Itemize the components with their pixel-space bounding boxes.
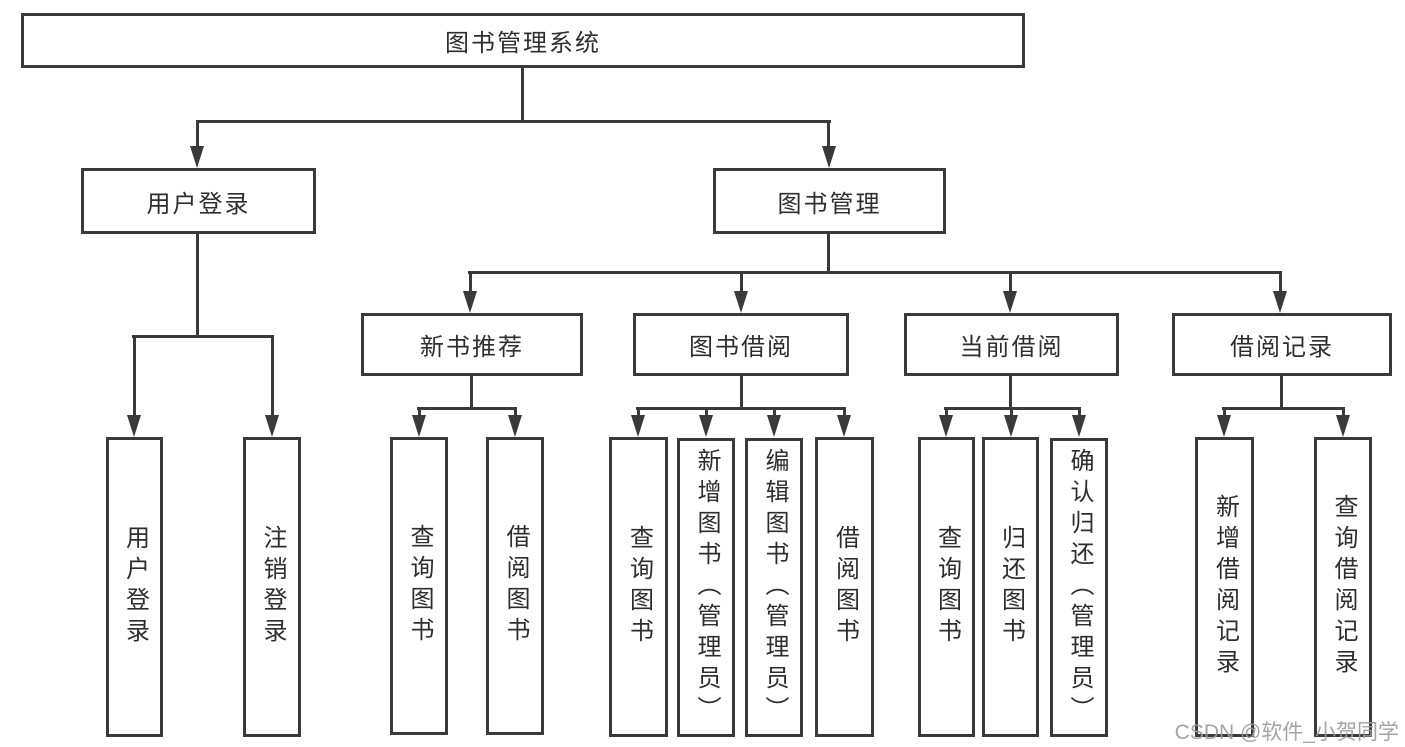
connector-bookborrow-stem bbox=[740, 376, 743, 407]
connector-shaft-records bbox=[1279, 271, 1282, 293]
connector-shaft-query-1 bbox=[418, 407, 421, 419]
node-book-management-label: 图书管理 bbox=[777, 190, 882, 218]
connector-shaft-query-2 bbox=[637, 407, 640, 419]
connector-shaft-recommend bbox=[469, 271, 472, 293]
node-query-books-current-label: 查询图书 bbox=[933, 525, 961, 649]
node-book-management: 图书管理 bbox=[713, 168, 946, 234]
arrowhead-login-leaf bbox=[127, 415, 141, 437]
arrowhead-borrowbook-2 bbox=[837, 415, 851, 437]
node-query-books-borrow: 查询图书 bbox=[609, 437, 668, 737]
arrowhead-query-2 bbox=[631, 415, 645, 437]
connector-login-stem bbox=[196, 234, 199, 337]
node-add-borrow-record: 新增借阅记录 bbox=[1195, 437, 1254, 737]
arrowhead-records bbox=[1273, 291, 1287, 313]
connector-shaft-add-record bbox=[1223, 407, 1226, 419]
node-library-system-label: 图书管理系统 bbox=[445, 30, 601, 57]
connector-shaft-confirm-return bbox=[1078, 407, 1081, 419]
node-book-borrow: 图书借阅 bbox=[633, 313, 849, 376]
node-query-books-recommend: 查询图书 bbox=[390, 437, 448, 735]
node-borrow-books-recommend-label: 借阅图书 bbox=[502, 524, 529, 648]
connector-shaft-borrowbook-1 bbox=[514, 407, 517, 419]
connector-shaft-book-mgmt bbox=[827, 120, 830, 150]
connector-bookborrow-split bbox=[636, 407, 846, 410]
arrowhead-current bbox=[1003, 291, 1017, 313]
connector-shaft-user-login bbox=[196, 120, 199, 150]
node-logout-action: 注销登录 bbox=[243, 437, 301, 737]
node-library-system: 图书管理系统 bbox=[21, 13, 1025, 68]
arrowhead-return-book bbox=[1004, 415, 1018, 437]
connector-shaft-query-record bbox=[1342, 407, 1345, 419]
connector-root-split bbox=[196, 120, 831, 123]
node-query-books-borrow-label: 查询图书 bbox=[625, 525, 653, 649]
node-borrow-books-borrow: 借阅图书 bbox=[815, 437, 874, 737]
node-add-book-admin: 新增图书（管理员） bbox=[677, 438, 735, 737]
node-return-books: 归还图书 bbox=[982, 437, 1039, 737]
node-current-borrow: 当前借阅 bbox=[904, 313, 1119, 376]
node-new-book-recommend-label: 新书推荐 bbox=[420, 334, 524, 361]
connector-records-split bbox=[1222, 407, 1345, 410]
csdn-watermark: CSDN @软件_小贺同学 bbox=[1174, 721, 1399, 744]
arrowhead-book-mgmt bbox=[822, 146, 836, 168]
connector-mgmt-split bbox=[468, 271, 1282, 274]
node-query-borrow-record-label: 查询借阅记录 bbox=[1330, 494, 1357, 680]
arrowhead-recommend bbox=[463, 291, 477, 313]
arrowhead-edit-book bbox=[767, 415, 781, 437]
connector-mgmt-stem bbox=[827, 234, 830, 273]
node-borrow-books-recommend: 借阅图书 bbox=[486, 437, 544, 735]
connector-shaft-borrow bbox=[740, 271, 743, 293]
connector-current-stem bbox=[1009, 376, 1012, 407]
connector-root-stem bbox=[521, 68, 524, 122]
node-borrow-records: 借阅记录 bbox=[1172, 313, 1392, 376]
connector-shaft-query-3 bbox=[945, 407, 948, 419]
node-user-login-action-label: 用户登录 bbox=[121, 525, 149, 649]
connector-login-split bbox=[132, 335, 274, 338]
node-confirm-return-admin: 确认归还（管理员） bbox=[1050, 438, 1108, 737]
node-book-borrow-label: 图书借阅 bbox=[689, 334, 793, 361]
arrowhead-borrow bbox=[734, 291, 748, 313]
node-query-books-recommend-label: 查询图书 bbox=[406, 524, 433, 648]
node-logout-action-label: 注销登录 bbox=[259, 525, 286, 649]
connector-shaft-current bbox=[1009, 271, 1012, 293]
connector-shaft-edit-book bbox=[773, 407, 776, 419]
connector-shaft-logout-leaf bbox=[271, 335, 274, 417]
node-confirm-return-admin-label: 确认归还（管理员） bbox=[1066, 448, 1093, 727]
node-borrow-records-label: 借阅记录 bbox=[1230, 334, 1334, 361]
arrowhead-add-book bbox=[699, 415, 713, 437]
arrowhead-user-login bbox=[190, 146, 204, 168]
node-current-borrow-label: 当前借阅 bbox=[959, 334, 1064, 361]
arrowhead-add-record bbox=[1217, 415, 1231, 437]
node-user-login: 用户登录 bbox=[81, 168, 316, 234]
node-new-book-recommend: 新书推荐 bbox=[361, 313, 583, 376]
connector-recommend-split bbox=[417, 407, 517, 410]
arrowhead-query-record bbox=[1336, 415, 1350, 437]
node-return-books-label: 归还图书 bbox=[997, 525, 1025, 649]
node-user-login-label: 用户登录 bbox=[146, 190, 251, 218]
arrowhead-query-3 bbox=[939, 415, 953, 437]
arrowhead-confirm-return bbox=[1072, 415, 1086, 437]
connector-records-stem bbox=[1280, 376, 1283, 407]
node-edit-book-admin-label: 编辑图书（管理员） bbox=[761, 448, 788, 727]
connector-recommend-stem bbox=[470, 376, 473, 407]
connector-shaft-return-book bbox=[1010, 407, 1013, 419]
node-add-book-admin-label: 新增图书（管理员） bbox=[693, 448, 720, 727]
node-borrow-books-borrow-label: 借阅图书 bbox=[831, 525, 859, 649]
node-query-borrow-record: 查询借阅记录 bbox=[1314, 437, 1372, 737]
arrowhead-borrowbook-1 bbox=[508, 415, 522, 437]
node-query-books-current: 查询图书 bbox=[918, 437, 975, 737]
arrowhead-query-1 bbox=[412, 415, 426, 437]
connector-shaft-login-leaf bbox=[133, 335, 136, 417]
arrowhead-logout-leaf bbox=[265, 415, 279, 437]
connector-shaft-add-book bbox=[705, 407, 708, 419]
node-user-login-action: 用户登录 bbox=[106, 437, 163, 737]
connector-shaft-borrowbook-2 bbox=[843, 407, 846, 419]
node-edit-book-admin: 编辑图书（管理员） bbox=[745, 438, 803, 737]
node-add-borrow-record-label: 新增借阅记录 bbox=[1211, 494, 1239, 680]
